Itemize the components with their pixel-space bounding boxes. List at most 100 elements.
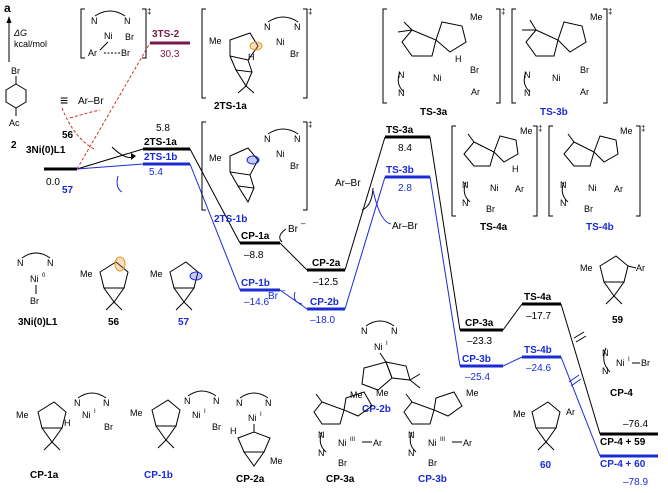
svg-text:Me: Me bbox=[620, 126, 633, 136]
svg-text:III: III bbox=[440, 437, 445, 443]
value-cp3a: –23.3 bbox=[467, 336, 492, 347]
svg-text:Ni: Ni bbox=[588, 183, 597, 193]
svg-text:Br: Br bbox=[584, 204, 593, 214]
svg-text:Me: Me bbox=[590, 12, 603, 22]
svg-text:III: III bbox=[350, 437, 355, 443]
svg-text:Ni: Ni bbox=[276, 149, 285, 159]
svg-text:Me: Me bbox=[513, 409, 526, 419]
svg-text:TS-3b: TS-3b bbox=[540, 107, 568, 118]
svg-text:3Ni(0)L1: 3Ni(0)L1 bbox=[18, 317, 58, 328]
svg-text:N: N bbox=[264, 22, 271, 32]
structure-ts3b: ‡ Me N N Ni Br Ar TS-3b bbox=[511, 7, 612, 118]
svg-text:≡: ≡ bbox=[60, 92, 68, 108]
svg-text:N: N bbox=[560, 180, 567, 190]
svg-text:N: N bbox=[602, 366, 609, 376]
value-cp4-59: –76.4 bbox=[623, 419, 648, 430]
svg-text:Me: Me bbox=[270, 456, 283, 466]
svg-text:Ni: Ni bbox=[276, 37, 285, 47]
label-ts3a: TS-3a bbox=[386, 125, 414, 136]
energy-axis: ΔG kcal/mol bbox=[6, 16, 47, 62]
svg-text:2TS-1a: 2TS-1a bbox=[214, 101, 247, 112]
svg-text:‡: ‡ bbox=[308, 120, 312, 129]
svg-text:59: 59 bbox=[612, 315, 624, 326]
svg-text:N: N bbox=[294, 134, 301, 144]
svg-text:Ar: Ar bbox=[373, 438, 382, 448]
svg-text:CP-3b: CP-3b bbox=[418, 474, 447, 485]
svg-text:N: N bbox=[318, 430, 325, 440]
structure-ts4a: ‡ Me H N N Ni Ar Br TS-4a bbox=[451, 124, 542, 233]
structure-cp3b: Me N N Ni III Ar Br CP-3b bbox=[403, 388, 479, 485]
svg-text:Ni: Ni bbox=[552, 73, 561, 83]
svg-text:‡: ‡ bbox=[147, 7, 151, 16]
svg-text:Ni: Ni bbox=[616, 358, 625, 368]
svg-text:CP-2b: CP-2b bbox=[362, 404, 391, 415]
structure-60: Me Ar 60 bbox=[513, 401, 575, 471]
svg-text:0: 0 bbox=[42, 273, 46, 279]
svg-text:N: N bbox=[524, 88, 531, 98]
svg-text:N: N bbox=[462, 180, 469, 190]
svg-text:N: N bbox=[264, 134, 271, 144]
svg-text:CP-4: CP-4 bbox=[610, 388, 633, 399]
svg-text:I: I bbox=[628, 357, 630, 363]
label-cp2a: CP-2a bbox=[312, 258, 341, 269]
svg-text:Br: Br bbox=[30, 296, 39, 306]
label-cp1b: CP-1b bbox=[241, 278, 270, 289]
br-minus-1: Br bbox=[288, 224, 299, 235]
svg-text:N: N bbox=[213, 396, 220, 406]
annotation-texts: Ar–Br Ar–Br Br – Br – bbox=[268, 178, 418, 302]
label-cp4-59: CP-4 + 59 bbox=[600, 437, 646, 448]
structure-cp3a: Me N N Ni III Ar Br CP-3a bbox=[313, 388, 389, 485]
svg-text:Br: Br bbox=[338, 458, 347, 468]
svg-text:N: N bbox=[318, 448, 325, 458]
svg-text:I: I bbox=[94, 409, 96, 415]
value-ts2: 30.3 bbox=[160, 49, 180, 60]
value-ts4a: –17.7 bbox=[526, 311, 551, 322]
svg-text:Br: Br bbox=[428, 458, 437, 468]
svg-text:Ni: Ni bbox=[104, 31, 113, 41]
structure-ts1b: ‡ Me N N Ni Br 2TS-1b bbox=[201, 120, 312, 225]
svg-text:Br: Br bbox=[470, 65, 479, 75]
svg-text:Me: Me bbox=[466, 388, 479, 398]
svg-text:TS-4a: TS-4a bbox=[480, 222, 508, 233]
svg-text:Me: Me bbox=[376, 388, 389, 398]
label-ts1b: 2TS-1b bbox=[144, 152, 177, 163]
label-cp4-60: CP-4 + 60 bbox=[600, 459, 646, 470]
structure-ts2: ‡ N N Ni Br Ar Br bbox=[80, 7, 151, 59]
label-ts1a: 2TS-1a bbox=[144, 137, 177, 148]
svg-text:I: I bbox=[204, 409, 206, 415]
svg-text:Br: Br bbox=[125, 32, 134, 42]
label-ts2: 3TS-2 bbox=[152, 29, 180, 40]
svg-text:N: N bbox=[602, 348, 609, 358]
svg-text:Me: Me bbox=[209, 153, 222, 163]
value-ts3a: 8.4 bbox=[398, 143, 412, 154]
svg-text:Br: Br bbox=[121, 48, 130, 58]
svg-text:‡: ‡ bbox=[501, 7, 505, 16]
annotation-arrows bbox=[61, 107, 392, 305]
pathway-b bbox=[76, 162, 658, 458]
structure-ts4b: ‡ Me N N Ni Ar Br TS-4b bbox=[548, 124, 645, 233]
arbr-top: Ar–Br bbox=[335, 178, 361, 189]
structure-reagent-2: Br Ac 2 ≡ Ar–Br bbox=[5, 66, 104, 151]
svg-text:N: N bbox=[124, 16, 131, 26]
svg-text:Me: Me bbox=[16, 410, 29, 420]
structure-ts1a: ‡ Me H N N Ni Br 2TS-1a bbox=[201, 7, 312, 112]
svg-text:2TS-1b: 2TS-1b bbox=[214, 214, 247, 225]
svg-text:Br: Br bbox=[641, 358, 650, 368]
svg-text:H: H bbox=[512, 164, 519, 174]
arbr-blue: Ar–Br bbox=[392, 221, 418, 232]
svg-text:N: N bbox=[408, 430, 415, 440]
svg-text:Ar: Ar bbox=[515, 184, 524, 194]
svg-text:N: N bbox=[236, 398, 243, 408]
svg-text:N: N bbox=[560, 198, 567, 208]
svg-text:Ar: Ar bbox=[566, 407, 575, 417]
svg-text:Br: Br bbox=[212, 422, 221, 432]
value-ni0: 0.0 bbox=[46, 177, 60, 188]
pathway-a bbox=[44, 135, 658, 436]
svg-text:TS-3a: TS-3a bbox=[420, 107, 448, 118]
svg-text:Ni: Ni bbox=[30, 274, 39, 284]
svg-text:Ac: Ac bbox=[9, 118, 20, 128]
svg-text:CP-2a: CP-2a bbox=[236, 474, 265, 485]
svg-text:N: N bbox=[103, 398, 110, 408]
structure-59: Me Ar 59 bbox=[580, 255, 645, 326]
value-cp3b: –25.4 bbox=[465, 372, 490, 383]
